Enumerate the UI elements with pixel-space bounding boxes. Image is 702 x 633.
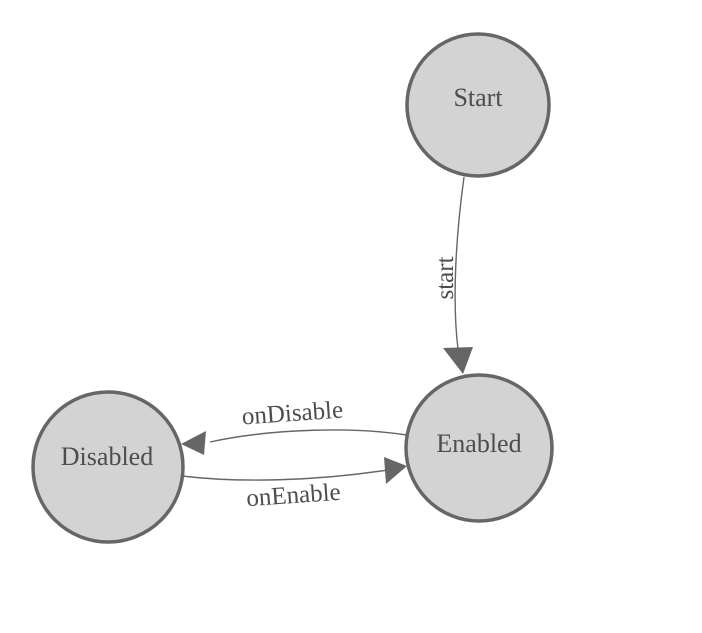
edge-label-onenable: onEnable [245, 479, 341, 513]
state-node-start-label: Start [453, 83, 503, 112]
state-node-enabled-circle [404, 373, 554, 523]
edge-disabled-to-enabled-line [181, 469, 389, 481]
state-node-enabled-label: Enabled [436, 429, 521, 458]
edge-label-ondisable: onDisable [241, 397, 344, 431]
edge-enabled-to-disabled-arrowhead [181, 431, 206, 455]
edge-enabled-to-disabled-line [209, 429, 408, 443]
state-node-enabled: Enabled [404, 373, 554, 523]
edge-enabled-to-disabled: onDisable [181, 397, 408, 455]
edge-disabled-to-enabled-arrowhead [384, 457, 407, 484]
edge-disabled-to-enabled: onEnable [181, 457, 407, 513]
state-node-disabled-label: Disabled [61, 442, 153, 471]
state-node-disabled: Disabled [31, 390, 185, 544]
edge-start-to-enabled: start [432, 176, 473, 374]
edge-start-to-enabled-arrowhead [443, 347, 473, 374]
state-node-disabled-circle [31, 390, 185, 544]
edge-label-start: start [432, 256, 459, 299]
state-node-start-circle [405, 32, 551, 178]
state-node-start: Start [405, 32, 551, 178]
edge-start-to-enabled-line [454, 176, 465, 350]
